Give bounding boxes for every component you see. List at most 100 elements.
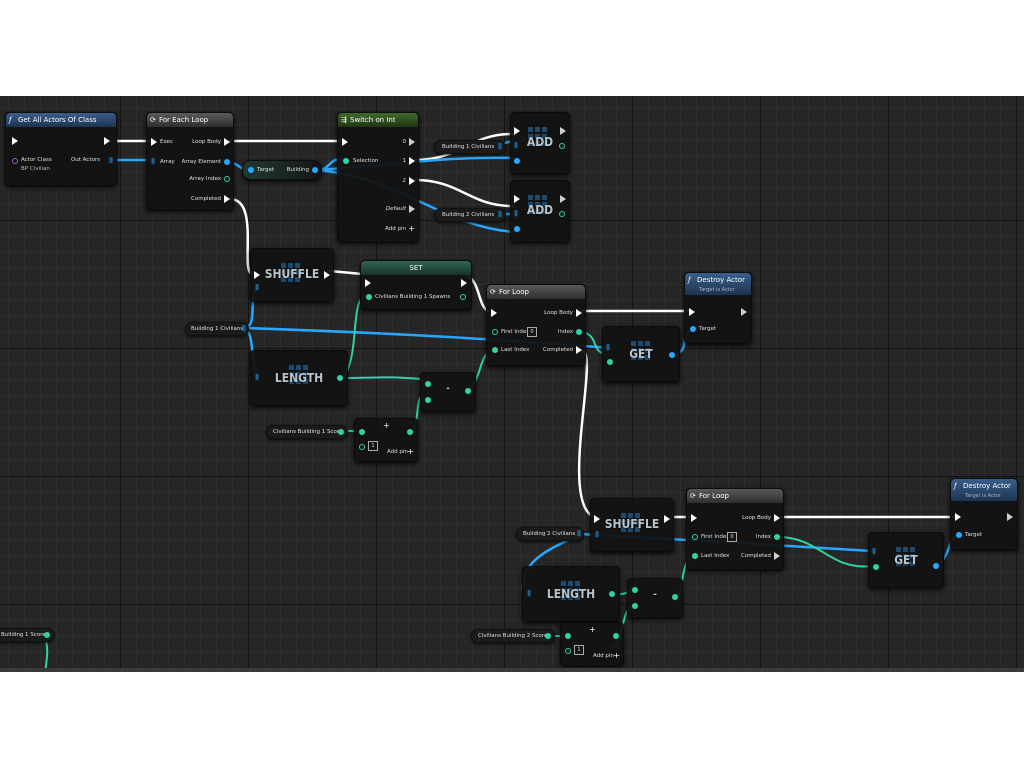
add-pin-icon[interactable]: + (408, 224, 415, 233)
exec-out-pin[interactable] (664, 515, 670, 523)
completed-pin[interactable] (576, 346, 582, 354)
length-out-pin[interactable] (609, 591, 615, 597)
for-loop-node-1[interactable]: ⟳For Loop First Index 0 Last Index Loop … (486, 284, 586, 366)
array-out-pin[interactable]: ||| (576, 530, 581, 537)
last-index-pin[interactable] (492, 347, 498, 353)
item-pin[interactable] (514, 226, 520, 232)
exec-in-pin[interactable] (691, 514, 697, 522)
exec-in-pin[interactable] (151, 138, 157, 146)
shuffle-node-1[interactable]: SHUFFLE ||| (250, 248, 334, 302)
array-out-pin[interactable]: ||| (497, 143, 502, 150)
exec-in-pin[interactable] (12, 137, 18, 145)
civilians-building-2-score-variable[interactable]: Civilians Building 2 Score (471, 629, 555, 643)
exec-in-pin[interactable] (955, 513, 961, 521)
target-array-pin[interactable]: ||| (527, 590, 531, 597)
add-pin-icon[interactable]: + (407, 447, 414, 456)
building-1-score-variable[interactable]: Building 1 Score (0, 628, 54, 642)
result-out-pin[interactable] (407, 429, 413, 435)
get-node-1[interactable]: GET ||| (602, 326, 680, 382)
array-out-pin[interactable]: ||| (497, 211, 502, 218)
completed-pin[interactable] (774, 552, 780, 560)
for-each-loop-node[interactable]: ⟳For Each Loop Exec ||| Array Loop Body … (146, 112, 234, 210)
target-array-pin[interactable]: ||| (595, 531, 599, 538)
exec-out-pin[interactable] (1007, 513, 1013, 521)
b-value-input[interactable]: 1 (368, 441, 378, 451)
actor-class-dropdown[interactable]: BP Civilian (21, 166, 50, 172)
b-in-pin[interactable] (565, 648, 571, 654)
return-index-pin[interactable] (559, 143, 565, 149)
result-out-pin[interactable] (465, 388, 471, 394)
index-in-pin[interactable] (873, 564, 879, 570)
building-1-civilians-variable[interactable]: Building 1 Civilians ||| (185, 322, 249, 336)
case-2-pin[interactable] (409, 177, 415, 185)
index-in-pin[interactable] (607, 359, 613, 365)
target-array-pin[interactable]: ||| (255, 284, 259, 291)
loop-body-out-pin[interactable] (224, 138, 230, 146)
loop-body-pin[interactable] (774, 514, 780, 522)
exec-out-pin[interactable] (324, 271, 330, 279)
return-index-pin[interactable] (559, 211, 565, 217)
item-out-pin[interactable] (669, 352, 675, 358)
index-pin[interactable] (774, 534, 780, 540)
exec-in-pin[interactable] (514, 127, 520, 135)
default-pin[interactable] (409, 205, 415, 213)
target-array-pin[interactable]: ||| (255, 374, 259, 381)
building-out-pin[interactable] (312, 167, 318, 173)
int-out-pin[interactable] (44, 632, 50, 638)
exec-out-pin[interactable] (560, 127, 566, 135)
b-in-pin[interactable] (425, 397, 431, 403)
array-add-node-1[interactable]: ADD ||| (510, 112, 570, 174)
last-index-pin[interactable] (692, 553, 698, 559)
target-array-pin[interactable]: ||| (872, 548, 876, 555)
length-node-1[interactable]: LENGTH ||| (250, 350, 348, 406)
target-pin[interactable] (248, 167, 254, 173)
a-in-pin[interactable] (425, 381, 431, 387)
item-out-pin[interactable] (933, 563, 939, 569)
first-index-input[interactable]: 0 (527, 327, 537, 337)
b-value-input[interactable]: 1 (574, 645, 584, 655)
exec-in-pin[interactable] (689, 308, 695, 316)
item-pin[interactable] (514, 158, 520, 164)
a-in-pin[interactable] (632, 587, 638, 593)
exec-in-pin[interactable] (594, 515, 600, 523)
target-array-pin[interactable]: ||| (606, 344, 610, 351)
array-in-pin[interactable]: ||| (151, 158, 155, 165)
target-array-pin[interactable]: ||| (514, 210, 518, 217)
first-index-pin[interactable] (692, 534, 698, 540)
shuffle-node-2[interactable]: SHUFFLE ||| (590, 498, 674, 552)
subtract-node-2[interactable]: - (627, 578, 683, 618)
civilians-building-1-score-variable[interactable]: Civilians Building 1 Score (266, 425, 348, 439)
first-index-input[interactable]: 0 (727, 532, 737, 542)
target-pin[interactable] (690, 326, 696, 332)
switch-on-int-node[interactable]: ⇶Switch on Int Selection 0 1 2 Default A… (337, 112, 419, 242)
array-out-pin[interactable]: ||| (241, 325, 246, 332)
selection-pin[interactable] (343, 158, 349, 164)
first-index-pin[interactable] (492, 329, 498, 335)
target-pin[interactable] (956, 532, 962, 538)
result-out-pin[interactable] (613, 633, 619, 639)
exec-out-pin[interactable] (560, 195, 566, 203)
exec-in-pin[interactable] (254, 271, 260, 279)
a-in-pin[interactable] (565, 633, 571, 639)
length-out-pin[interactable] (337, 375, 343, 381)
index-pin[interactable] (576, 329, 582, 335)
array-index-pin[interactable] (224, 176, 230, 182)
completed-out-pin[interactable] (224, 195, 230, 203)
exec-out-pin[interactable] (104, 137, 110, 145)
int-out-pin[interactable] (338, 429, 344, 435)
exec-in-pin[interactable] (491, 309, 497, 317)
out-actors-pin[interactable]: ||| (108, 157, 113, 164)
a-in-pin[interactable] (359, 429, 365, 435)
for-loop-node-2[interactable]: ⟳For Loop First Index 0 Last Index Loop … (686, 488, 784, 570)
set-variable-node[interactable]: SET Civilians Building 1 Spawns (360, 260, 472, 310)
get-building-node[interactable]: Target Building (242, 160, 322, 180)
length-node-2[interactable]: LENGTH ||| (522, 566, 620, 622)
array-add-node-2[interactable]: ADD ||| (510, 180, 570, 242)
add-int-node-1[interactable]: + 1 Add pin + (354, 418, 418, 462)
exec-in-pin[interactable] (514, 195, 520, 203)
loop-body-pin[interactable] (576, 309, 582, 317)
